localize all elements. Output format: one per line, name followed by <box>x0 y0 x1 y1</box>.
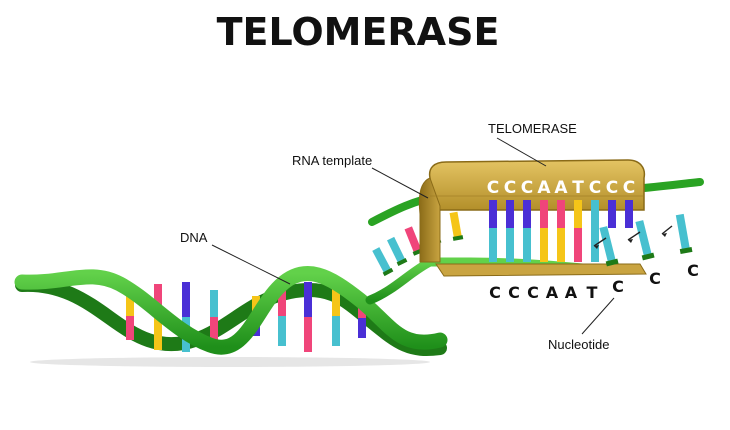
telomerase-enzyme <box>418 159 647 277</box>
arrow-head <box>628 239 633 243</box>
single-strand-base <box>449 211 464 241</box>
helix-base-top <box>304 282 312 317</box>
new-strand-letter: C <box>508 283 520 302</box>
dna-callout-line <box>211 244 291 285</box>
page-title: TELOMERASE <box>217 10 500 54</box>
approach-arrow <box>627 231 641 241</box>
approach-arrow <box>661 225 673 235</box>
paired-base <box>540 228 548 262</box>
helix-base-bottom <box>278 316 286 346</box>
approach-arrow <box>593 237 607 247</box>
nucleotide-callout-line <box>581 297 615 335</box>
helix-base-bottom <box>210 317 218 344</box>
arrow-head <box>662 233 667 237</box>
helix-base-top <box>278 286 286 316</box>
template-base <box>608 200 616 228</box>
helix-base-bottom <box>332 316 340 346</box>
template-letter: C <box>623 178 635 198</box>
template-base <box>506 200 514 228</box>
template-base <box>591 200 599 228</box>
template-base <box>574 200 582 228</box>
template-letter: C <box>589 178 601 198</box>
single-strand-base <box>372 247 394 277</box>
helix-base-top <box>332 286 340 316</box>
template-letter: C <box>504 178 516 198</box>
helix-base-top <box>210 290 218 317</box>
template-base <box>523 200 531 228</box>
dna-label: DNA <box>180 230 208 245</box>
template-letter: T <box>572 178 584 198</box>
helix-base-bottom <box>126 316 134 340</box>
helix-base-bottom <box>358 318 366 338</box>
rna-template-callout-line <box>371 167 429 199</box>
template-base <box>557 200 565 228</box>
template-letter: C <box>487 178 499 198</box>
rna-template-label: RNA template <box>292 153 372 168</box>
template-letter: A <box>554 178 568 198</box>
nucleotide-label: Nucleotide <box>548 337 609 352</box>
arrow-head <box>594 245 599 249</box>
new-strand-letter: C <box>527 283 539 302</box>
free-nucleotide-letter: C <box>687 261 699 280</box>
telomerase-callout-line <box>496 137 547 167</box>
helix-base-top <box>182 282 190 317</box>
template-base <box>625 200 633 228</box>
free-nucleotide <box>599 226 619 267</box>
paired-base <box>557 228 565 262</box>
helix-shadow <box>30 357 430 367</box>
helix-base-top <box>154 284 162 317</box>
free-nucleotide-letter: C <box>649 269 661 288</box>
helix-base-bottom <box>304 317 312 352</box>
paired-base <box>574 228 582 262</box>
free-nucleotide <box>675 213 693 254</box>
single-strand-base <box>387 236 408 266</box>
helix-base-bottom <box>154 317 162 350</box>
paired-base <box>506 228 514 262</box>
free-nucleotides <box>593 213 693 267</box>
free-nucleotide <box>635 220 655 261</box>
new-strand-letter: C <box>612 277 624 296</box>
paired-base <box>523 228 531 262</box>
paired-base <box>489 228 497 262</box>
telomerase-label: TELOMERASE <box>488 121 577 136</box>
new-strand-letter: A <box>546 283 559 302</box>
new-strand-letter: T <box>587 283 598 302</box>
dna-back-strand <box>15 277 447 356</box>
template-base <box>489 200 497 228</box>
new-strand-letter: A <box>565 283 578 302</box>
dna-front-strand <box>14 266 448 355</box>
template-letter: A <box>537 178 551 198</box>
template-letter: C <box>521 178 533 198</box>
helix-base-top <box>126 292 134 316</box>
template-base <box>540 200 548 228</box>
template-letter: C <box>606 178 618 198</box>
new-strand-letter: C <box>489 283 501 302</box>
